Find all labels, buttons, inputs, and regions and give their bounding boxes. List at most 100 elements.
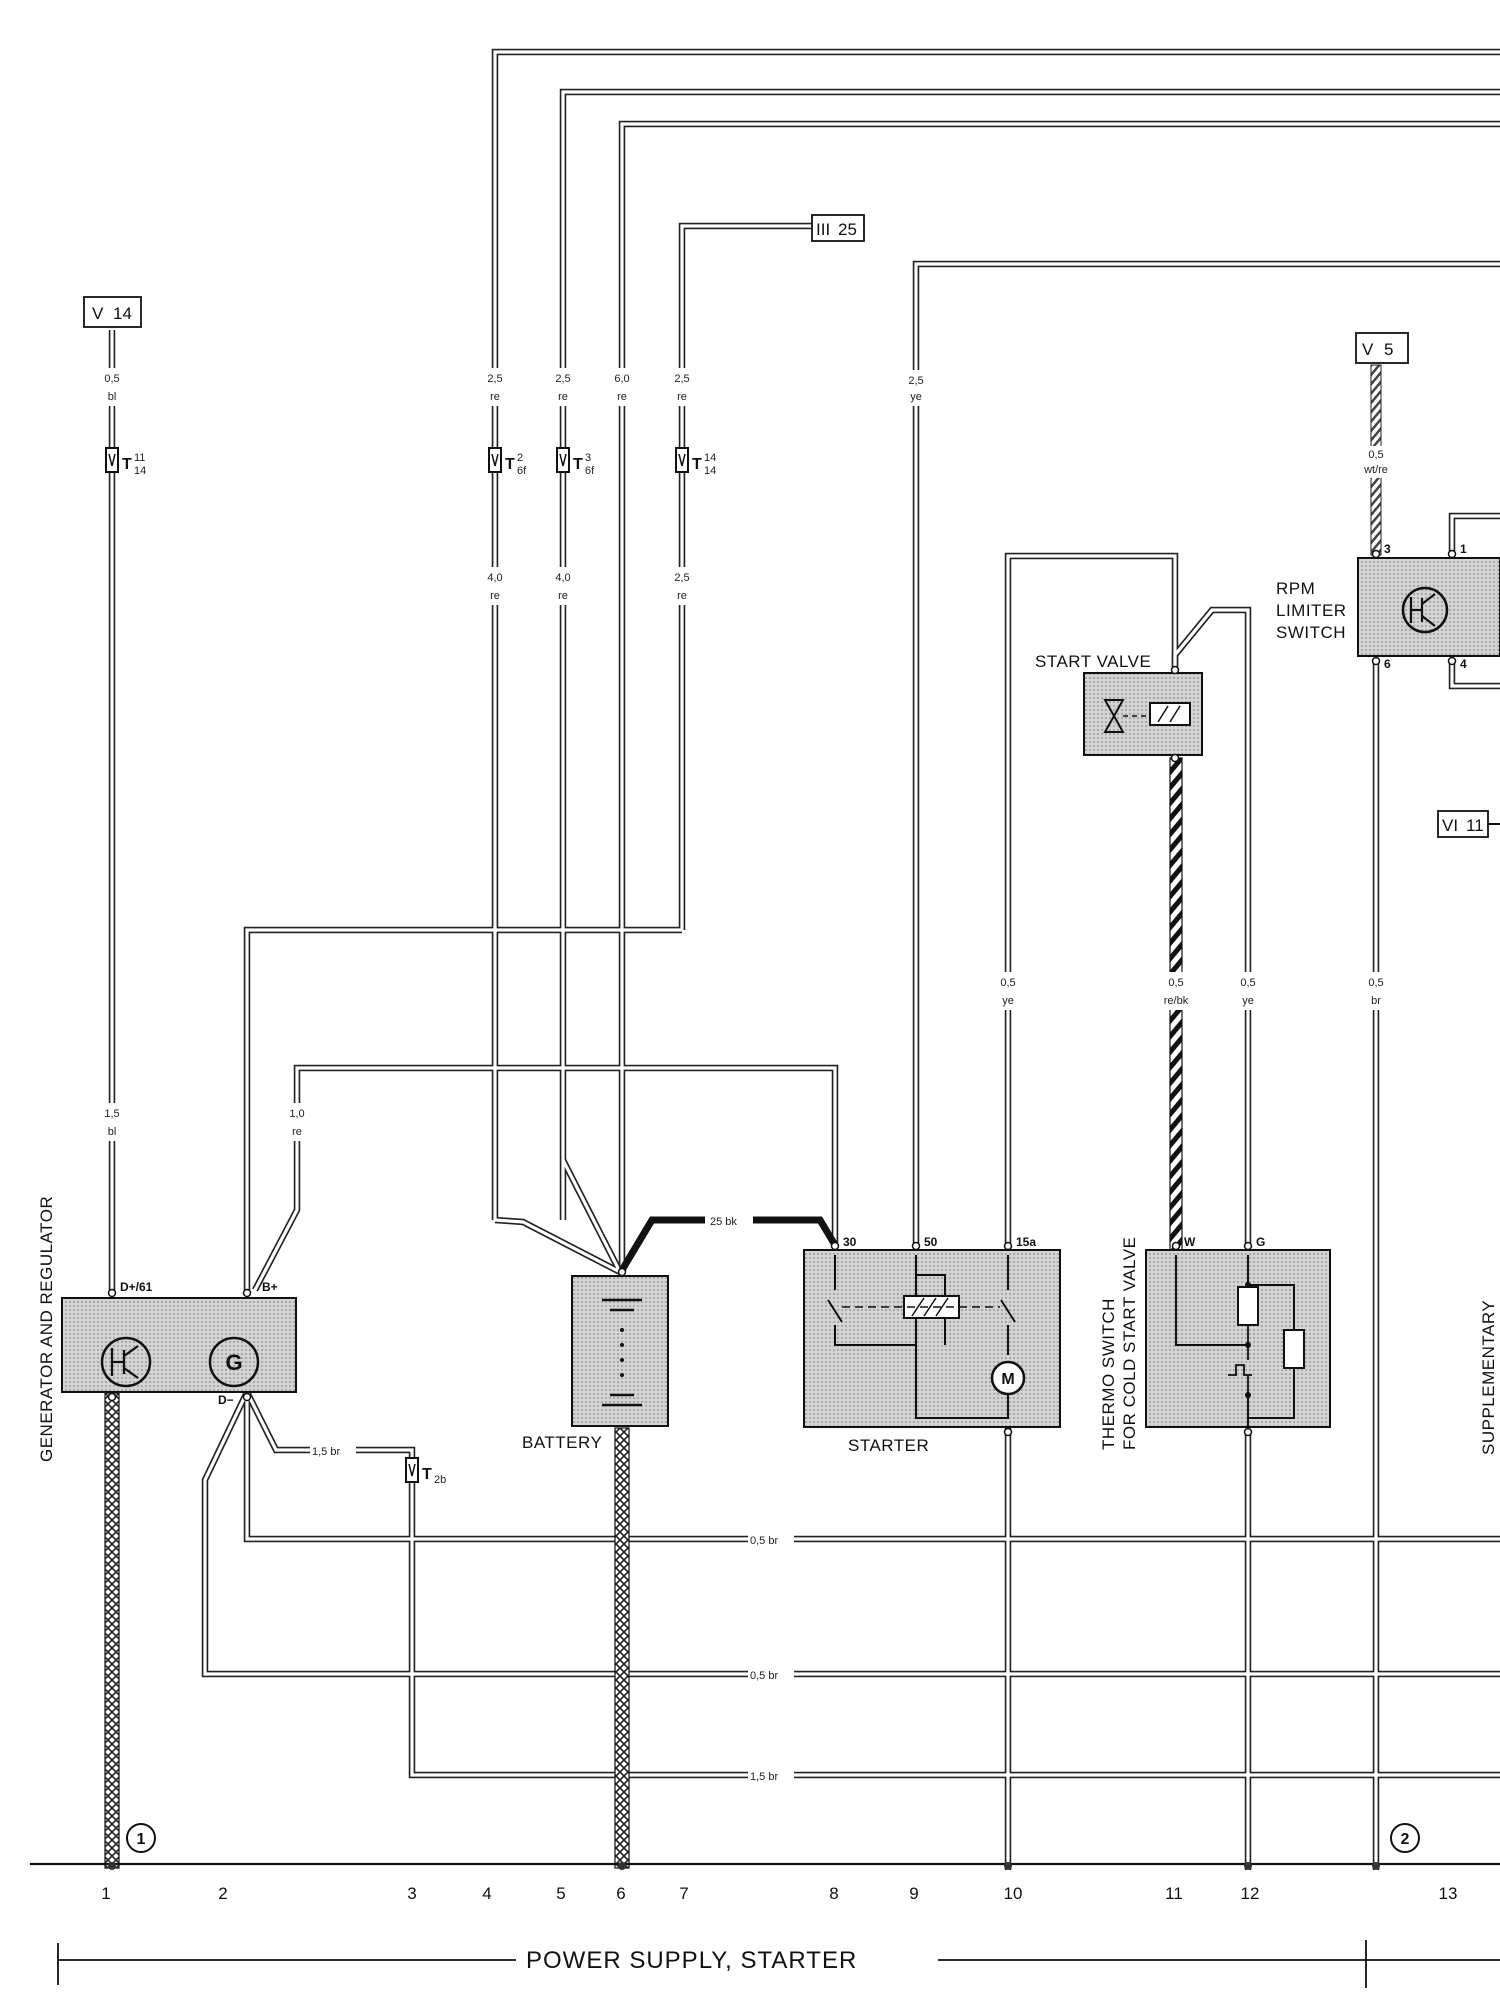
svg-text:4,0: 4,0 (487, 572, 502, 584)
svg-text:re/bk: re/bk (1164, 995, 1189, 1007)
svg-text:0,5: 0,5 (1368, 449, 1383, 461)
connector-t14-14: T 14 14 (675, 447, 716, 477)
svg-text:1,0: 1,0 (289, 1108, 304, 1120)
ground-point-2: 2 (1390, 1823, 1420, 1853)
generator-label: GENERATOR AND REGULATOR (37, 1196, 56, 1462)
supplementary-label: SUPPLEMENTARY (1479, 1300, 1498, 1455)
transistor-icon (1401, 586, 1449, 634)
svg-text:8: 8 (829, 1884, 838, 1903)
starter-label: STARTER (848, 1436, 929, 1455)
svg-text:2,5: 2,5 (674, 373, 689, 385)
svg-text:2,5: 2,5 (908, 375, 923, 387)
pin-label: W (1184, 1235, 1196, 1249)
section-bracket: POWER SUPPLY, STARTER (57, 1940, 1500, 1988)
svg-text:12: 12 (1241, 1884, 1260, 1903)
page-ref-roman: V (92, 304, 104, 323)
svg-text:bl: bl (108, 1126, 117, 1138)
svg-text:T: T (422, 1466, 432, 1483)
svg-text:ye: ye (1002, 995, 1014, 1007)
svg-text:0,5: 0,5 (1240, 977, 1255, 989)
rpm-limiter-label-3: SWITCH (1276, 623, 1346, 642)
svg-text:br: br (1371, 995, 1381, 1007)
thermo-switch[interactable]: W G (1145, 1235, 1331, 1437)
svg-text:T: T (692, 456, 702, 473)
svg-text:re: re (490, 590, 500, 602)
svg-text:1,5 br: 1,5 br (750, 1771, 778, 1783)
page-ref-v14[interactable]: V 14 (83, 296, 142, 328)
pin-label: D− (218, 1393, 234, 1407)
svg-text:6f: 6f (585, 465, 595, 477)
svg-text:2: 2 (517, 452, 523, 464)
section-title: POWER SUPPLY, STARTER (526, 1947, 857, 1974)
ground-rail (30, 1862, 1500, 1870)
page-ref-iii25[interactable]: III 25 (811, 214, 865, 242)
page-ref-num: 25 (838, 220, 857, 239)
battery-label: BATTERY (522, 1433, 602, 1452)
horizontal-wire-labels: 1,5 br 0,5 br 0,5 br 1,5 br (310, 1443, 794, 1783)
svg-text:1,5 br: 1,5 br (312, 1446, 340, 1458)
ground-point-1: 1 (126, 1823, 156, 1853)
svg-text:1: 1 (101, 1884, 110, 1903)
wire-label-battery-starter: 25 bk (710, 1216, 737, 1228)
svg-text:9: 9 (909, 1884, 918, 1903)
rpm-limiter-switch[interactable]: 3 1 6 4 (1357, 542, 1500, 671)
svg-text:14: 14 (134, 465, 146, 477)
page-ref-roman: V (1362, 340, 1374, 359)
svg-text:bl: bl (108, 391, 117, 403)
svg-text:3: 3 (407, 1884, 416, 1903)
svg-text:re: re (677, 391, 687, 403)
connector-t6f-2: T 2 6f (488, 447, 527, 477)
svg-text:11: 11 (1165, 1884, 1183, 1903)
svg-text:2,5: 2,5 (487, 373, 502, 385)
svg-text:ye: ye (910, 391, 922, 403)
start-valve[interactable] (1083, 665, 1203, 763)
svg-text:2b: 2b (434, 1474, 446, 1486)
pin-label: 6 (1384, 657, 1391, 671)
page-ref-vi11[interactable]: VI 11 (1437, 810, 1500, 838)
svg-text:T: T (505, 456, 515, 473)
svg-text:14: 14 (704, 465, 716, 477)
connector-t14-11: T 11 14 (105, 447, 146, 477)
svg-text:4: 4 (482, 1884, 491, 1903)
svg-text:2,5: 2,5 (674, 572, 689, 584)
svg-text:3: 3 (585, 452, 591, 464)
svg-text:G: G (225, 1350, 242, 1375)
svg-text:re: re (490, 391, 500, 403)
pin-label: 4 (1460, 657, 1467, 671)
svg-text:2,5: 2,5 (555, 373, 570, 385)
starter[interactable]: M 30 50 15a (803, 1235, 1061, 1437)
svg-text:ye: ye (1242, 995, 1254, 1007)
page-ref-num: 11 (1466, 816, 1484, 835)
page-ref-roman: III (816, 220, 830, 239)
svg-text:13: 13 (1439, 1884, 1458, 1903)
thermo-switch-label-1: THERMO SWITCH (1099, 1298, 1118, 1450)
svg-text:0,5: 0,5 (1000, 977, 1015, 989)
svg-text:11: 11 (134, 452, 145, 464)
svg-text:6f: 6f (517, 465, 527, 477)
page-ref-roman: VI (1442, 816, 1458, 835)
ground-strap-generator (104, 1392, 120, 1869)
svg-text:0,5: 0,5 (104, 373, 119, 385)
generator-icon (208, 1336, 260, 1388)
column-numbers: 1 2 3 4 5 6 7 8 9 10 11 12 13 (101, 1884, 1457, 1903)
pin-label: D+/61 (120, 1280, 153, 1294)
pin-label: 15a (1016, 1235, 1036, 1249)
svg-text:0,5 br: 0,5 br (750, 1670, 778, 1682)
pin-label: 3 (1384, 542, 1391, 556)
svg-text:1: 1 (137, 1831, 146, 1848)
wires (108, 48, 1500, 1870)
svg-text:M: M (1001, 1371, 1014, 1388)
svg-text:re: re (292, 1126, 302, 1138)
connector-t6f-3: T 3 6f (556, 447, 595, 477)
svg-text:0,5 br: 0,5 br (750, 1535, 778, 1547)
generator-regulator[interactable]: G D+/61 B+ D− (61, 1280, 297, 1407)
battery[interactable] (571, 1267, 669, 1427)
svg-text:0,5: 0,5 (1168, 977, 1183, 989)
svg-text:re: re (558, 391, 568, 403)
svg-text:0,5: 0,5 (1368, 977, 1383, 989)
wire-interiors (110, 50, 1500, 1870)
page-ref-num: 5 (1384, 340, 1393, 359)
svg-text:14: 14 (704, 452, 716, 464)
page-ref-v5[interactable]: V 5 (1355, 332, 1409, 364)
